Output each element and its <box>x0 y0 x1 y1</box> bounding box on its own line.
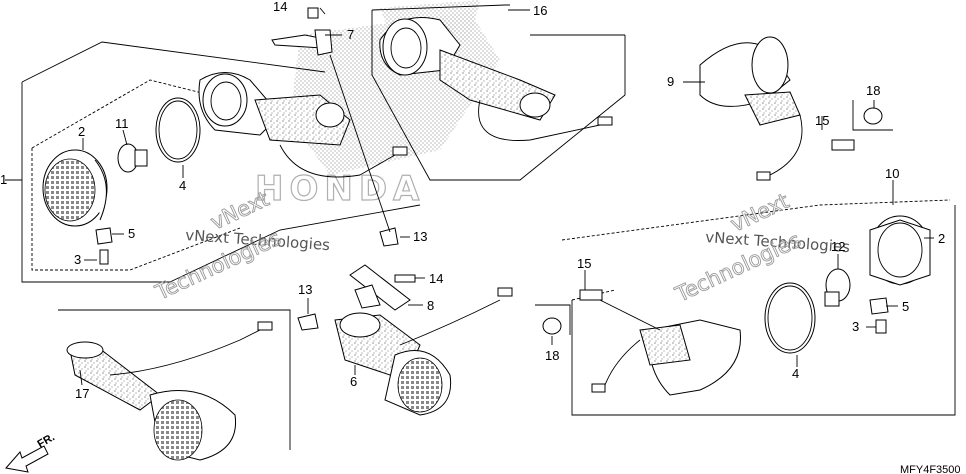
callout-5-left: 5 <box>128 226 135 241</box>
clip-right <box>869 297 889 334</box>
callout-8: 8 <box>427 298 434 313</box>
turn-signal-lens-left <box>42 149 108 227</box>
leader-lines <box>79 7 934 386</box>
bulb-right <box>824 268 851 307</box>
left-assembly-box <box>5 41 421 283</box>
watermark-outline-right-1: vNext <box>727 189 793 237</box>
watermark-outline-left-1: vNext <box>207 187 273 235</box>
callout-1: 1 <box>0 172 7 187</box>
bolt-top <box>831 139 855 151</box>
clip-left <box>95 227 113 265</box>
callout-3-right: 3 <box>852 319 859 334</box>
callout-13-top: 13 <box>413 229 427 244</box>
bulb-left <box>117 143 148 173</box>
callout-12: 12 <box>831 239 845 254</box>
callout-2-right: 2 <box>938 231 945 246</box>
diagram-code: MFY4F3500 <box>900 464 961 474</box>
grommet-top <box>379 227 399 247</box>
front-direction-label: FR. <box>36 431 57 450</box>
bolt-left <box>579 289 603 301</box>
callout-6: 6 <box>350 374 357 389</box>
callout-14-top: 14 <box>273 0 287 14</box>
top-right-box <box>852 100 893 131</box>
callout-labels: 1 2 11 4 5 3 14 7 13 16 9 18 15 10 2 12 … <box>0 0 945 401</box>
housing-top-center <box>198 72 408 178</box>
callout-18-bottom: 18 <box>545 348 559 363</box>
housing-bottom-left <box>66 321 273 461</box>
callout-3-left: 3 <box>74 252 81 267</box>
housing-rear <box>379 17 613 141</box>
turn-signal-lens-right <box>869 215 931 286</box>
bracket-top <box>271 7 333 56</box>
bracket-bottom <box>349 264 416 311</box>
gasket-ring-right <box>764 282 816 354</box>
callout-15-left: 15 <box>577 256 591 271</box>
callout-2-left: 2 <box>78 124 85 139</box>
callout-10: 10 <box>885 166 899 181</box>
lens-cone-bottom <box>591 319 741 396</box>
callout-4-left: 4 <box>179 178 186 193</box>
housing-bottom-center <box>334 287 513 416</box>
rear-assembly-box <box>371 4 626 181</box>
callout-16: 16 <box>533 3 547 18</box>
bottom-center-box <box>535 304 571 335</box>
callout-18-top: 18 <box>866 83 880 98</box>
front-direction-indicator: FR. <box>5 431 57 473</box>
callout-4-right: 4 <box>792 366 799 381</box>
callout-13-bottom: 13 <box>298 282 312 297</box>
nut-bottom <box>542 317 562 335</box>
callout-7: 7 <box>347 27 354 42</box>
grommet-bottom <box>297 313 319 331</box>
callout-9: 9 <box>667 74 674 89</box>
bottom-left-box <box>58 309 291 450</box>
callout-15-top: 15 <box>815 113 829 128</box>
callout-5-right: 5 <box>902 299 909 314</box>
callout-14-bottom: 14 <box>429 271 443 286</box>
callout-17: 17 <box>75 386 89 401</box>
lens-cone-right <box>699 36 803 181</box>
gasket-ring-left <box>155 97 201 163</box>
honda-brand-mark: HONDA <box>255 169 425 209</box>
callout-11: 11 <box>115 116 129 131</box>
nut-top <box>863 107 883 125</box>
